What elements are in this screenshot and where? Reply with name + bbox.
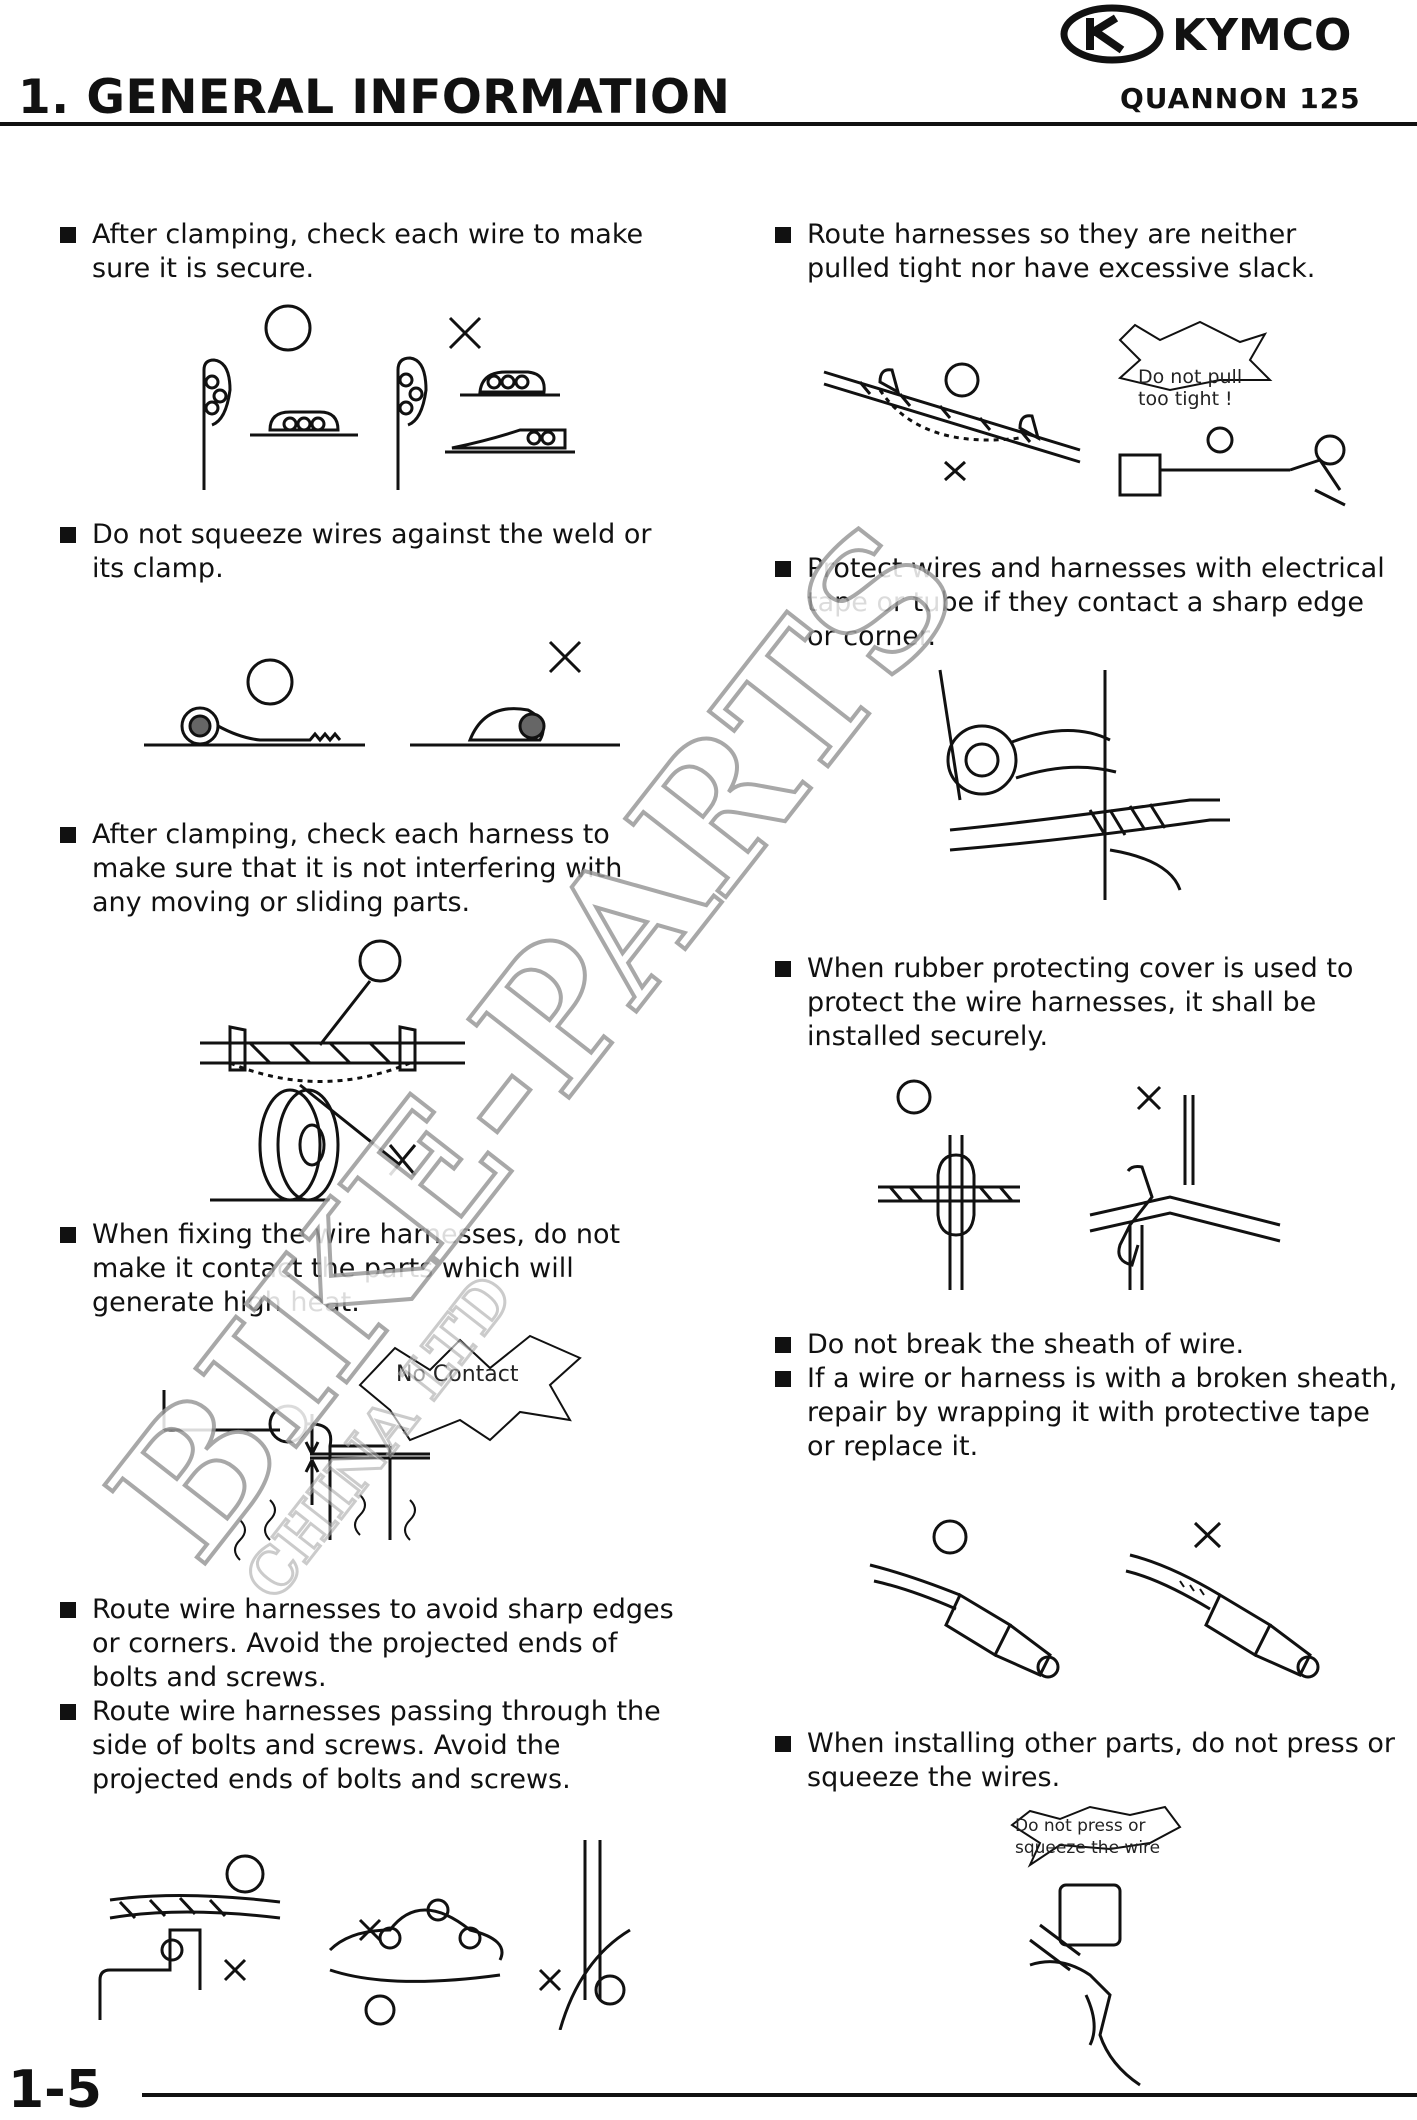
bullet-square-icon	[60, 1227, 76, 1243]
pull-callout-line1: Do not pull	[1138, 366, 1243, 388]
bullet-text: If a wire or harness is with a broken sh…	[807, 1363, 1398, 1462]
figure-rubber-cover	[870, 1075, 1290, 1295]
bullet-square-icon	[60, 227, 76, 243]
figure-bolts-screws	[90, 1820, 650, 2030]
bullet-square-icon	[775, 1371, 791, 1387]
bullet-text: When fixing the wire harnesses, do not m…	[92, 1219, 621, 1318]
pull-callout-line2: too tight !	[1138, 388, 1233, 410]
bullet-square-icon	[60, 827, 76, 843]
no-contact-callout: No Contact	[396, 1362, 519, 1387]
bullet-item: When rubber protecting cover is used to …	[775, 952, 1375, 1054]
model-name: QUANNON 125	[1120, 82, 1361, 115]
bullet-item: After clamping, check each harness to ma…	[60, 818, 680, 920]
figure-wire-clamp	[190, 300, 590, 500]
page-number: 1-5	[8, 2060, 102, 2120]
bullet-text: Route wire harnesses to avoid sharp edge…	[92, 1594, 674, 1693]
bullet-text: Route wire harnesses passing through the…	[92, 1696, 661, 1795]
figure-heat-no-contact: No Contact	[160, 1330, 590, 1590]
bullet-text: When rubber protecting cover is used to …	[807, 953, 1354, 1052]
bullet-item: Route harnesses so they are neither pull…	[775, 218, 1375, 286]
bullet-item: Route wire harnesses to avoid sharp edge…	[60, 1593, 690, 1695]
figure-broken-sheath	[860, 1515, 1350, 1695]
figure-moving-parts	[190, 935, 480, 1205]
bullet-text: After clamping, check each wire to make …	[92, 219, 644, 284]
bullet-item: When fixing the wire harnesses, do not m…	[60, 1218, 650, 1320]
figure-pulled-tight: Do not pull too tight !	[820, 320, 1360, 520]
figure-electrical-tape	[930, 660, 1260, 900]
bullet-square-icon	[775, 1736, 791, 1752]
section-title: 1. GENERAL INFORMATION	[18, 70, 731, 125]
bullet-item: After clamping, check each wire to make …	[60, 218, 680, 286]
bullet-square-icon	[775, 561, 791, 577]
bullet-text: Protect wires and harnesses with electri…	[807, 553, 1385, 652]
bullet-text: Route harnesses so they are neither pull…	[807, 219, 1316, 284]
bullet-item: When installing other parts, do not pres…	[775, 1727, 1400, 1795]
kymco-logo: KYMCO	[1060, 4, 1405, 64]
bullet-item: Route wire harnesses passing through the…	[60, 1695, 690, 1797]
bullet-square-icon	[775, 1337, 791, 1353]
bullet-item: Do not break the sheath of wire.	[775, 1328, 1400, 1362]
bullet-text: When installing other parts, do not pres…	[807, 1728, 1396, 1793]
bullet-item: Do not squeeze wires against the weld or…	[60, 518, 680, 586]
bullet-text: Do not squeeze wires against the weld or…	[92, 519, 652, 584]
press-callout-line2: squeeze the wire	[1015, 1838, 1161, 1858]
bullet-square-icon	[60, 527, 76, 543]
bullet-text: Do not break the sheath of wire.	[807, 1329, 1245, 1360]
footer-rule	[142, 2093, 1417, 2097]
bullet-square-icon	[775, 227, 791, 243]
figure-weld-clamp	[140, 630, 620, 760]
press-callout-line1: Do not press or	[1015, 1816, 1146, 1836]
svg-text:KYMCO: KYMCO	[1172, 10, 1351, 61]
bullet-item: If a wire or harness is with a broken sh…	[775, 1362, 1400, 1464]
bullet-square-icon	[60, 1704, 76, 1720]
bullet-square-icon	[60, 1602, 76, 1618]
figure-do-not-press: Do not press or squeeze the wire	[1000, 1805, 1200, 2090]
header-rule	[0, 122, 1417, 126]
bullet-text: After clamping, check each harness to ma…	[92, 819, 623, 918]
bullet-square-icon	[775, 961, 791, 977]
bullet-item: Protect wires and harnesses with electri…	[775, 552, 1400, 654]
